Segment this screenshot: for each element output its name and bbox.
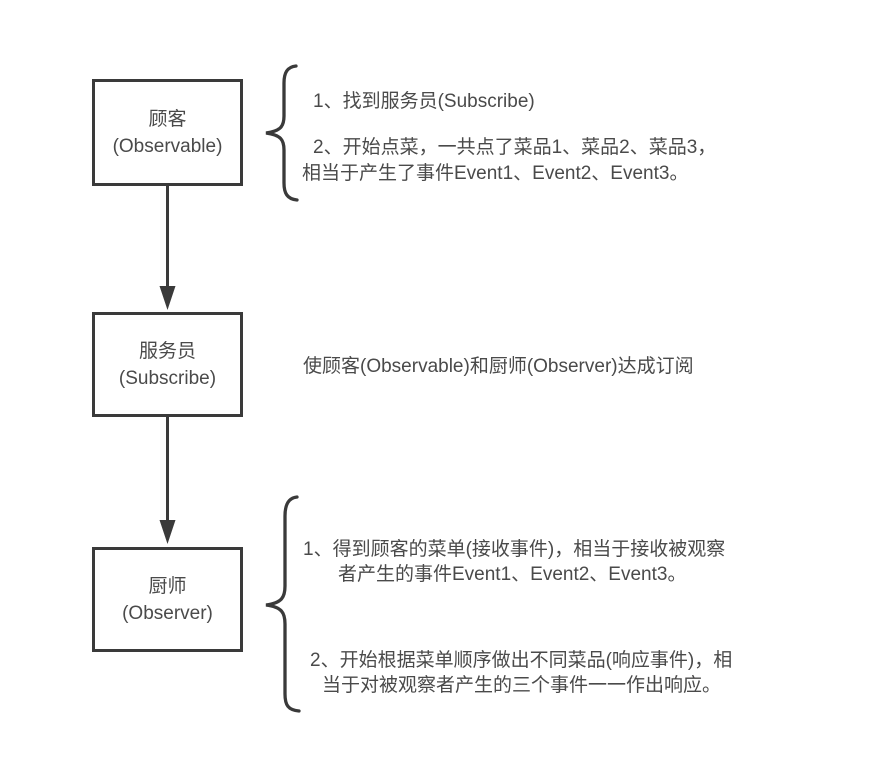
flow-arrow-waiter-to-chef	[159, 417, 176, 544]
annotation-customer-item1: 1、找到服务员(Subscribe)	[313, 91, 535, 112]
node-waiter-alias: (Subscribe)	[118, 367, 217, 389]
node-chef: 厨师 (Observer)	[92, 547, 243, 652]
node-customer-alias: (Observable)	[112, 135, 223, 157]
annotation-chef-item2-line1: 2、开始根据菜单顺序做出不同菜品(响应事件)，相	[310, 650, 733, 671]
annotation-customer-item2-line1: 2、开始点菜，一共点了菜品1、菜品2、菜品3，	[313, 137, 717, 158]
annotation-chef-item1-line2: 者产生的事件Event1、Event2、Event3。	[338, 564, 687, 585]
flow-arrow-customer-to-waiter	[159, 186, 176, 310]
node-waiter: 服务员 (Subscribe)	[92, 312, 243, 417]
node-customer: 顾客 (Observable)	[92, 79, 243, 186]
node-waiter-name: 服务员	[138, 340, 196, 362]
annotation-chef-item2-line2: 当于对被观察者产生的三个事件一一作出响应。	[322, 675, 722, 696]
chef-curly-brace-icon	[265, 495, 301, 713]
annotation-waiter-text: 使顾客(Observable)和厨师(Observer)达成订阅	[303, 356, 694, 377]
annotation-customer-item2-line2: 相当于产生了事件Event1、Event2、Event3。	[302, 163, 689, 184]
customer-curly-brace-icon	[265, 64, 299, 202]
arrow-down-icon	[159, 286, 176, 310]
node-chef-alias: (Observer)	[122, 602, 213, 624]
node-customer-name: 顾客	[148, 108, 187, 130]
annotation-chef-item1-line1: 1、得到顾客的菜单(接收事件)，相当于接收被观察	[303, 539, 726, 560]
node-chef-name: 厨师	[148, 575, 187, 597]
arrow-down-icon	[159, 520, 176, 544]
